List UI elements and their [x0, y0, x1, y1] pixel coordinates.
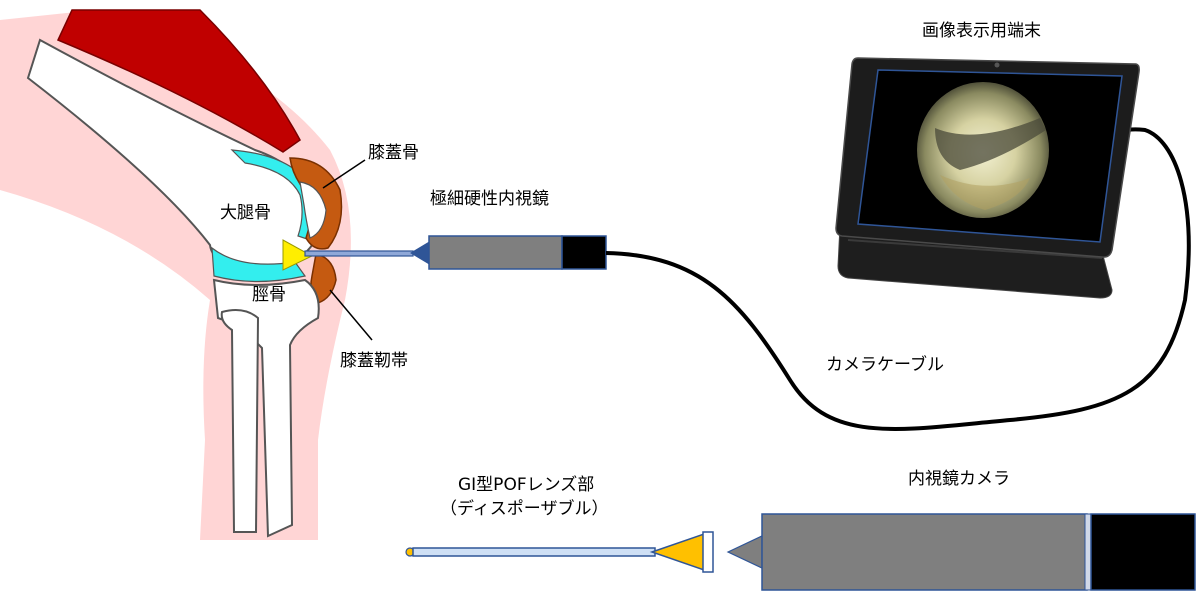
knee-anatomy	[0, 9, 351, 540]
patella-leader-line	[322, 159, 366, 189]
camera-separator	[1084, 513, 1092, 591]
endoscope-body	[428, 235, 563, 270]
endoscope-label: 極細硬性内視鏡	[430, 189, 549, 209]
camera-cable-label: カメラケーブル	[826, 354, 944, 375]
tablet-front-camera	[994, 62, 1000, 68]
lens-shaft	[412, 547, 656, 557]
endoscope-camera-unit	[726, 513, 1196, 591]
tibia-label: 脛骨	[252, 285, 286, 305]
disposable-label: （ディスポーザブル）	[440, 498, 608, 519]
rigid-endoscope	[304, 235, 607, 270]
lens-cone	[649, 532, 705, 572]
endoscope-cone	[410, 241, 430, 265]
patellar-ligament-label: 膝蓋靭帯	[340, 351, 408, 371]
lens-flange	[702, 531, 714, 573]
fibula-bone	[220, 309, 260, 533]
endoscope-view-shadow	[935, 118, 1046, 170]
display-terminal-label: 画像表示用端末	[922, 21, 1041, 41]
joint-cartilage	[211, 246, 307, 283]
camera-body	[761, 513, 1088, 591]
patella-label: 膝蓋骨	[368, 143, 419, 163]
camera-back-block	[1090, 513, 1196, 591]
pof-lens-part	[405, 531, 714, 573]
lens-part-label: GI型POFレンズ部	[458, 475, 594, 495]
patella-inner	[299, 181, 327, 239]
endoscope-shaft	[304, 250, 414, 257]
camera-nose	[726, 535, 763, 569]
tablet-dock-ridge	[847, 239, 1103, 259]
display-tablet	[835, 57, 1140, 299]
ligament-leader-line	[329, 289, 373, 341]
thigh-muscle	[56, 9, 301, 153]
femur-label: 大腿骨	[220, 203, 271, 223]
endoscope-camera-label: 内視鏡カメラ	[908, 469, 1010, 489]
probe-tip-triangle	[282, 239, 314, 271]
camera-cable	[605, 127, 1191, 431]
endoscope-camera-block	[561, 235, 607, 270]
endoscope-view-tissue	[940, 175, 1030, 210]
